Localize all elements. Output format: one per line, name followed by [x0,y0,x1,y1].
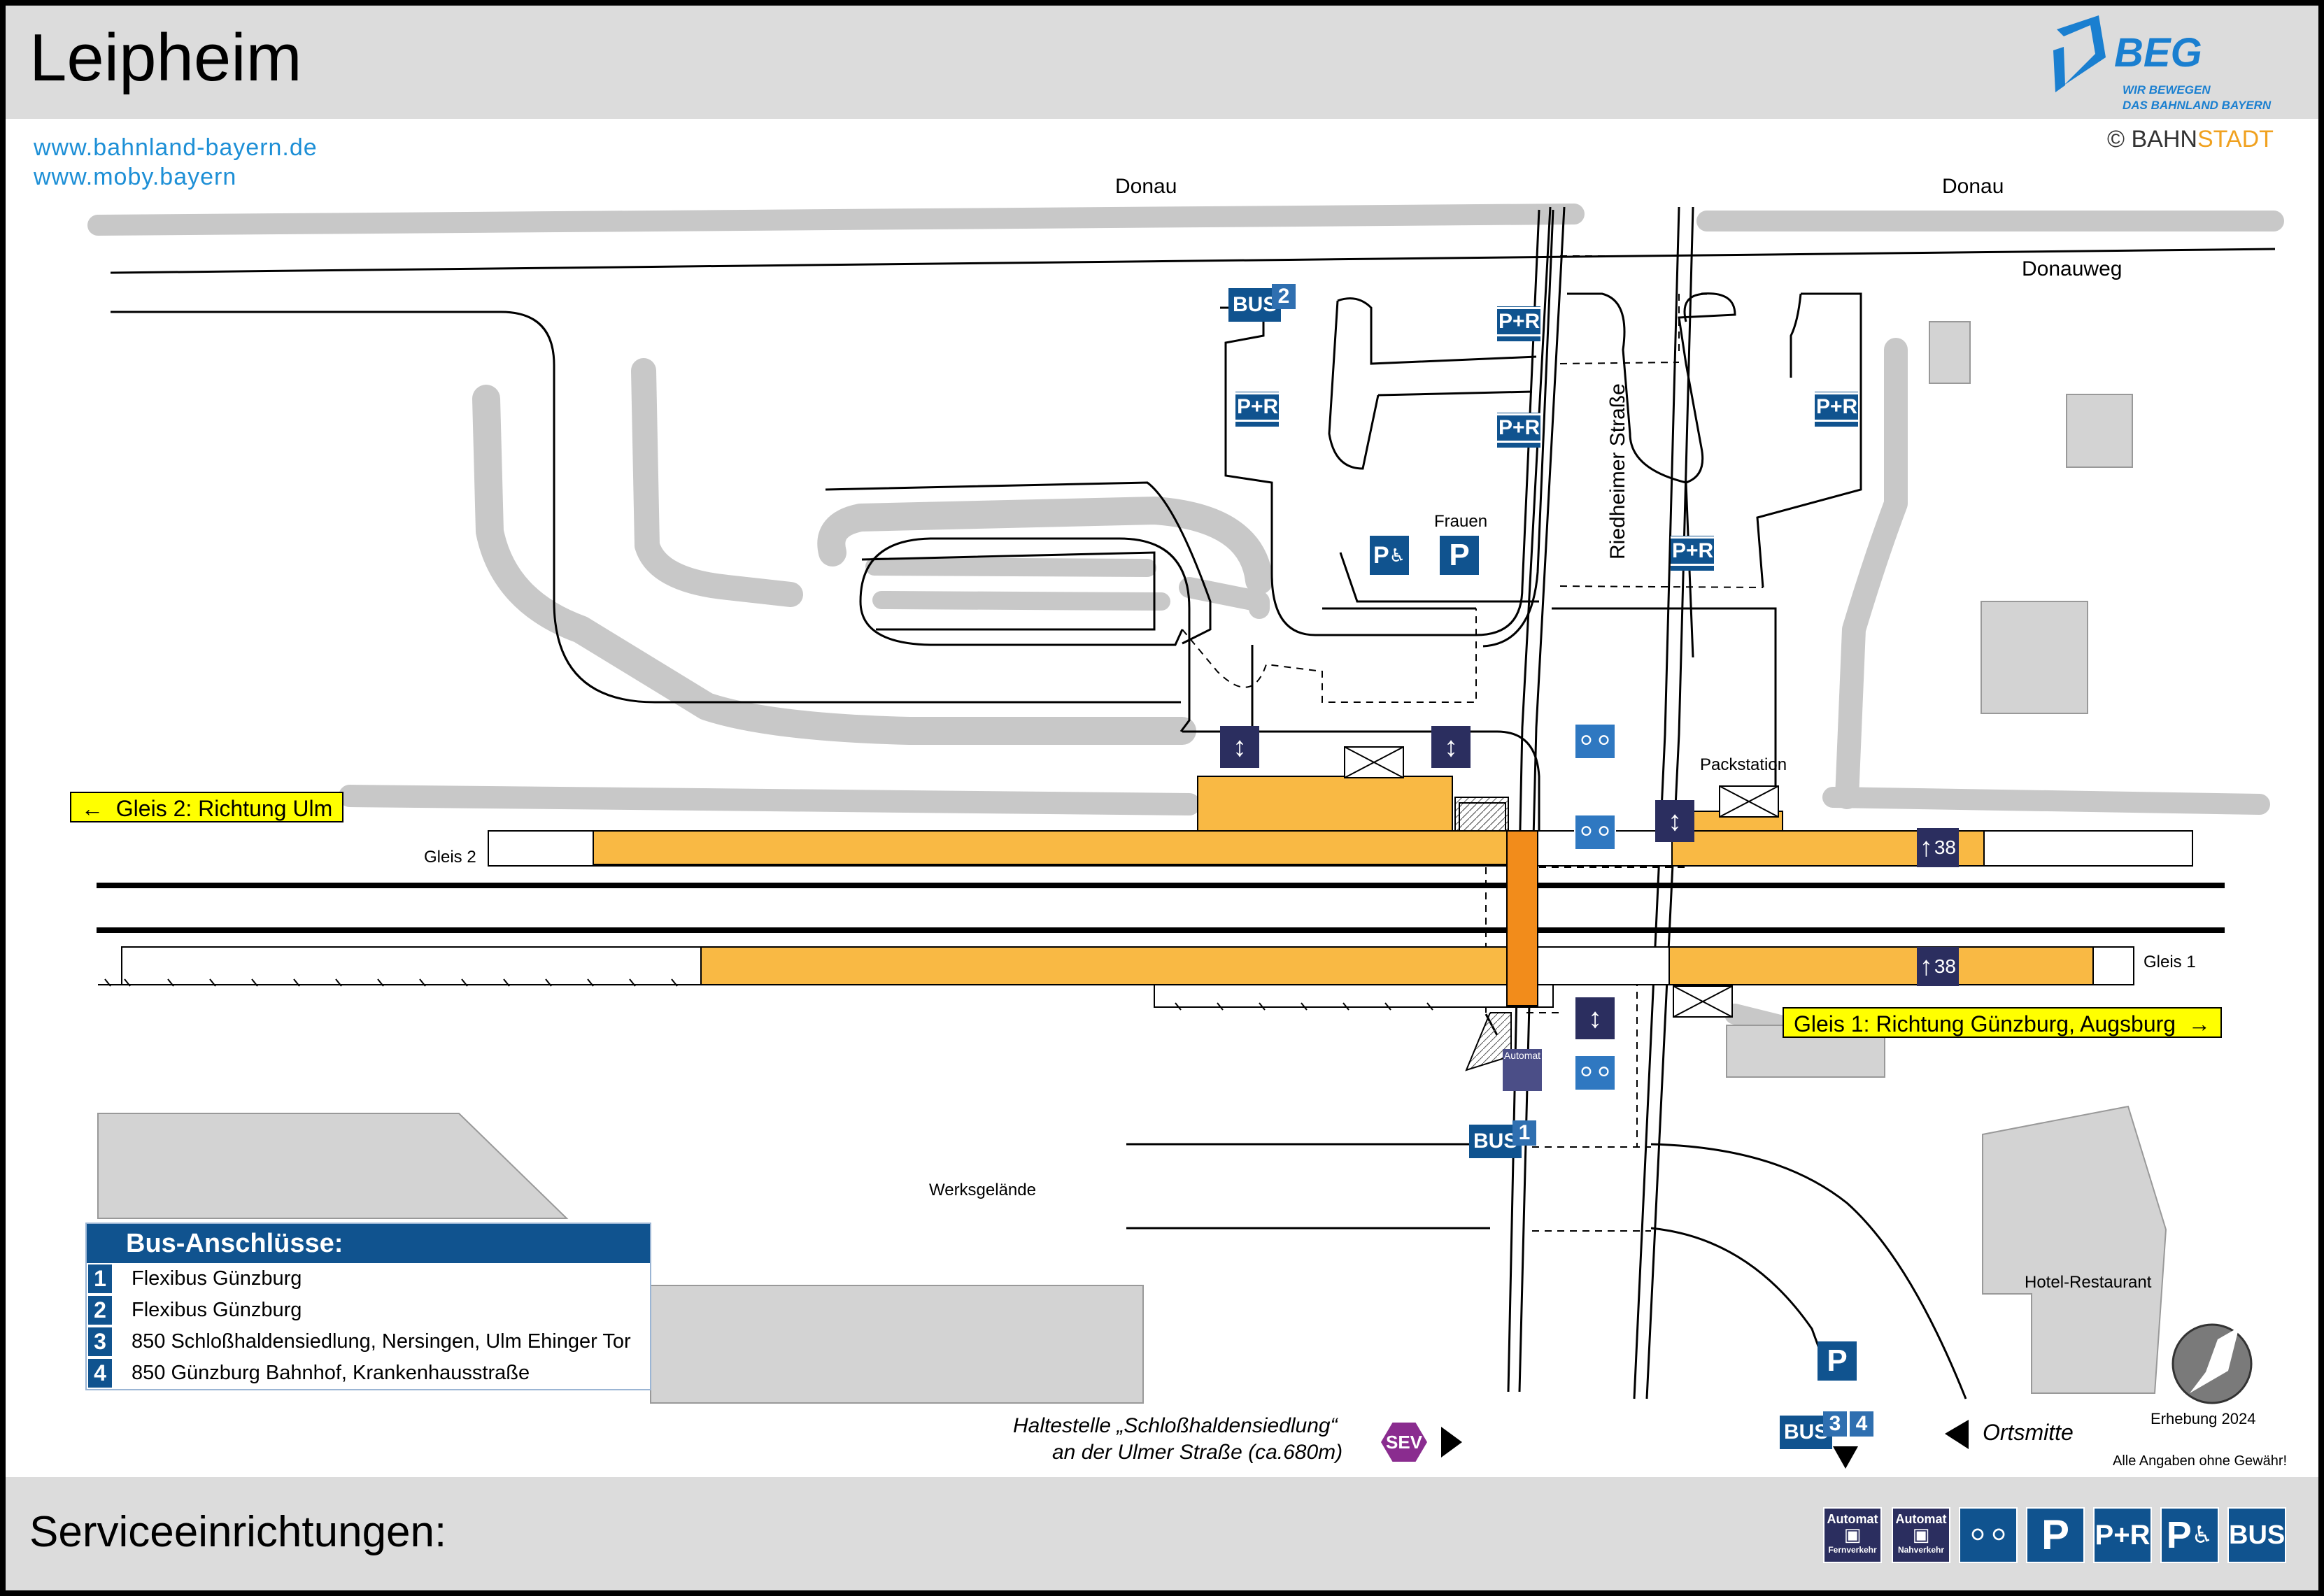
fence-ticks [104,978,1433,1011]
label-donau-right: Donau [1942,175,2004,198]
label-haftung: Alle Angaben ohne Gewähr! [2113,1453,2288,1469]
bus-stop-4-number: 4 [1850,1411,1873,1437]
park-and-ride-icon: P+R [2093,1507,2152,1563]
label-haltestelle-line1: Haltestelle „Schloßhaldensiedlung“ [1013,1414,1338,1437]
arrow-left-icon: ← [81,796,116,821]
beg-logo-icon [2053,15,2106,92]
label-riedheimer-strasse: Riedheimer Straße [1606,383,1629,560]
label-frauen: Frauen [1434,512,1488,531]
label-ortsmitte: Ortsmitte [1983,1420,2074,1445]
arrow-haltestelle-icon [1441,1427,1462,1458]
bus-stop-1-number: 1 [1512,1120,1536,1146]
bus-connections-title: Bus-Anschlüsse: [87,1224,650,1263]
elevator-icon: ↕ [1220,726,1259,768]
elevator-icon: ↕ [1575,997,1615,1039]
label-donauweg: Donauweg [2022,257,2123,280]
wheelchair-icon: ♿ [1389,545,1405,566]
beg-logo-text: BEG [2114,30,2202,76]
direction-gleis-2-box: ← Gleis 2: Richtung Ulm [70,792,344,822]
automat-nahverkehr-icon: Automat▣Nahverkehr [1892,1507,1950,1563]
arrow-up-icon: ↑ [1920,833,1933,862]
disabled-parking-icon: P♿ [2160,1507,2219,1563]
park-and-ride-sign: P+R [1815,392,1859,427]
automat-fernverkehr-icon: Automat▣Fernverkehr [1823,1507,1882,1563]
link-bahnland-bayern[interactable]: www.bahnland-bayern.de [34,134,318,161]
compass-icon [2171,1323,2253,1404]
vegetation [87,204,2284,1039]
parking-frauen-sign: P [1440,536,1479,575]
link-moby-bayern[interactable]: www.moby.bayern [34,164,237,190]
bike-parking-icon: ⚪⚪ [1574,723,1616,760]
platform-height-marker: ↑38 [1917,947,1959,986]
label-erhebung: Erhebung 2024 [2151,1410,2256,1427]
label-gleis-2: Gleis 2 [424,848,476,867]
services-title: Serviceeinrichtungen: [29,1508,447,1556]
platform-height-marker: ↑38 [1917,828,1959,867]
bus-stop-2-number: 2 [1272,284,1296,309]
roads [110,209,2276,1399]
ticket-machine-icon: Automat [1503,1049,1542,1091]
tracks [97,883,2225,933]
label-hotel-restaurant: Hotel-Restaurant [2025,1273,2152,1292]
parking-sign: P [1818,1341,1857,1381]
elevator-icon: ↕ [1655,800,1694,842]
label-packstation: Packstation [1700,755,1787,774]
arrow-down-bus-icon [1833,1446,1858,1469]
shelters [1344,746,1779,1018]
arrow-ortsmitte-icon [1945,1420,1969,1449]
arrow-right-icon: → [2176,1011,2211,1036]
label-haltestelle-line2: an der Ulmer Straße (ca.680m) [1052,1441,1343,1464]
bus-icon: BUS [2227,1507,2286,1563]
bike-icon: ⚪⚪ [1959,1507,2018,1563]
beg-logo-subline: WIR BEWEGEN DAS BAHNLAND BAYERN [2123,83,2272,112]
riedheimer-street [1507,206,1694,1399]
parking-icon: P [2026,1507,2085,1563]
page-title: Leipheim [29,20,302,95]
header-bar [6,6,2318,119]
stairs-underpass [1459,802,1538,1071]
copyright-bahnstadt: © BAHNSTADT [2107,126,2274,152]
level-crossing [1539,883,1665,933]
park-and-ride-sign: P+R [1497,306,1542,341]
park-and-ride-sign: P+R [1497,413,1542,448]
footpaths [1182,255,1764,1232]
direction-gleis-1-box: Gleis 1: Richtung Günzburg, Augsburg → [1783,1007,2222,1038]
disabled-parking-sign: P♿ [1370,536,1409,575]
bike-parking-icon: ⚪⚪ [1574,814,1616,850]
elevator-icon: ↕ [1431,726,1471,768]
park-and-ride-sign: P+R [1671,536,1715,571]
label-donau-left: Donau [1115,175,1177,198]
platform-gleis-1 [98,946,2134,1008]
park-and-ride-sign: P+R [1235,392,1280,427]
bus-stop-3-number: 3 [1823,1411,1847,1437]
label-werksgelaende: Werksgelände [929,1181,1036,1199]
bike-parking-icon: ⚪⚪ [1574,1055,1616,1091]
label-gleis-1: Gleis 1 [2144,953,2196,971]
arrow-up-icon: ↑ [1920,952,1933,981]
wheelchair-icon: ♿ [2191,1522,2213,1548]
buildings [97,321,2167,1404]
